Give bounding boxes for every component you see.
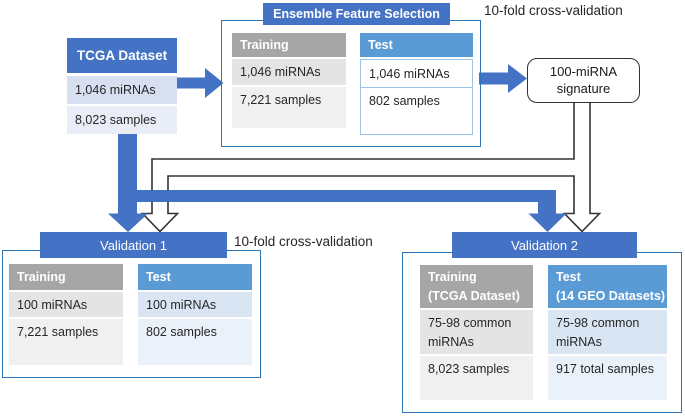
tcga-samples-cell: 8,023 samples [67, 106, 177, 134]
ensemble-to-signature-arrow [479, 64, 527, 93]
validation1-training-column: Training 100 miRNAs 7,221 samples [9, 264, 123, 365]
validation1-test-column: Test 100 miRNAs 802 samples [138, 264, 252, 365]
validation2-training-mirnas-cell: 75-98 common miRNAs [420, 310, 533, 354]
validation2-header: Validation 2 [452, 232, 637, 258]
ensemble-training-column: Training 1,046 miRNAs 7,221 samples [232, 33, 346, 128]
validation2-test-column: Test (14 GEO Datasets) 75-98 common miRN… [548, 265, 667, 400]
validation2-training-samples-cell: 8,023 samples [420, 356, 533, 400]
ensemble-test-column: Test 1,046 miRNAs 802 samples [360, 33, 473, 135]
ensemble-title-bar: Ensemble Feature Selection [263, 3, 450, 25]
validation2-training-header-line1: Training [428, 269, 477, 284]
ensemble-test-header: Test [360, 33, 473, 57]
validation1-test-header: Test [138, 264, 252, 290]
validation2-test-samples-cell: 917 total samples [548, 356, 667, 400]
cross-validation-label-validation1: 10-fold cross-validation [234, 234, 373, 249]
signature-line2: signature [556, 80, 611, 96]
validation2-training-header-line2: (TCGA Dataset) [428, 288, 520, 303]
validation2-test-header-line2: (14 GEO Datasets) [556, 288, 666, 303]
tcga-dataset-header: TCGA Dataset [67, 38, 177, 73]
validation1-training-header: Training [9, 264, 123, 290]
validation2-test-header: Test (14 GEO Datasets) [548, 265, 667, 308]
ensemble-training-mirnas-cell: 1,046 miRNAs [232, 59, 346, 85]
validation2-test-header-line1: Test [556, 269, 581, 284]
validation1-training-mirnas-cell: 100 miRNAs [9, 292, 123, 317]
validation2-training-header: Training (TCGA Dataset) [420, 265, 533, 308]
validation1-test-samples-cell: 802 samples [138, 319, 252, 365]
mirna-signature-box: 100-miRNA signature [527, 58, 640, 103]
tcga-mirnas-cell: 1,046 miRNAs [67, 76, 177, 104]
tcga-to-ensemble-arrow [176, 68, 224, 98]
ensemble-training-header: Training [232, 33, 346, 57]
validation1-header: Validation 1 [40, 232, 227, 258]
ensemble-test-samples-cell: 802 samples [361, 88, 472, 134]
validation2-test-mirnas-cell: 75-98 common miRNAs [548, 310, 667, 354]
ensemble-test-cells: 1,046 miRNAs 802 samples [360, 59, 473, 135]
tcga-to-validations-arrow [108, 132, 567, 232]
cross-validation-label-top: 10-fold cross-validation [484, 3, 623, 18]
validation2-training-column: Training (TCGA Dataset) 75-98 common miR… [420, 265, 533, 400]
ensemble-test-mirnas-cell: 1,046 miRNAs [361, 60, 472, 88]
validation1-test-mirnas-cell: 100 miRNAs [138, 292, 252, 317]
signature-line1: 100-miRNA [549, 63, 618, 79]
ensemble-training-samples-cell: 7,221 samples [232, 87, 346, 128]
validation1-training-samples-cell: 7,221 samples [9, 319, 123, 365]
